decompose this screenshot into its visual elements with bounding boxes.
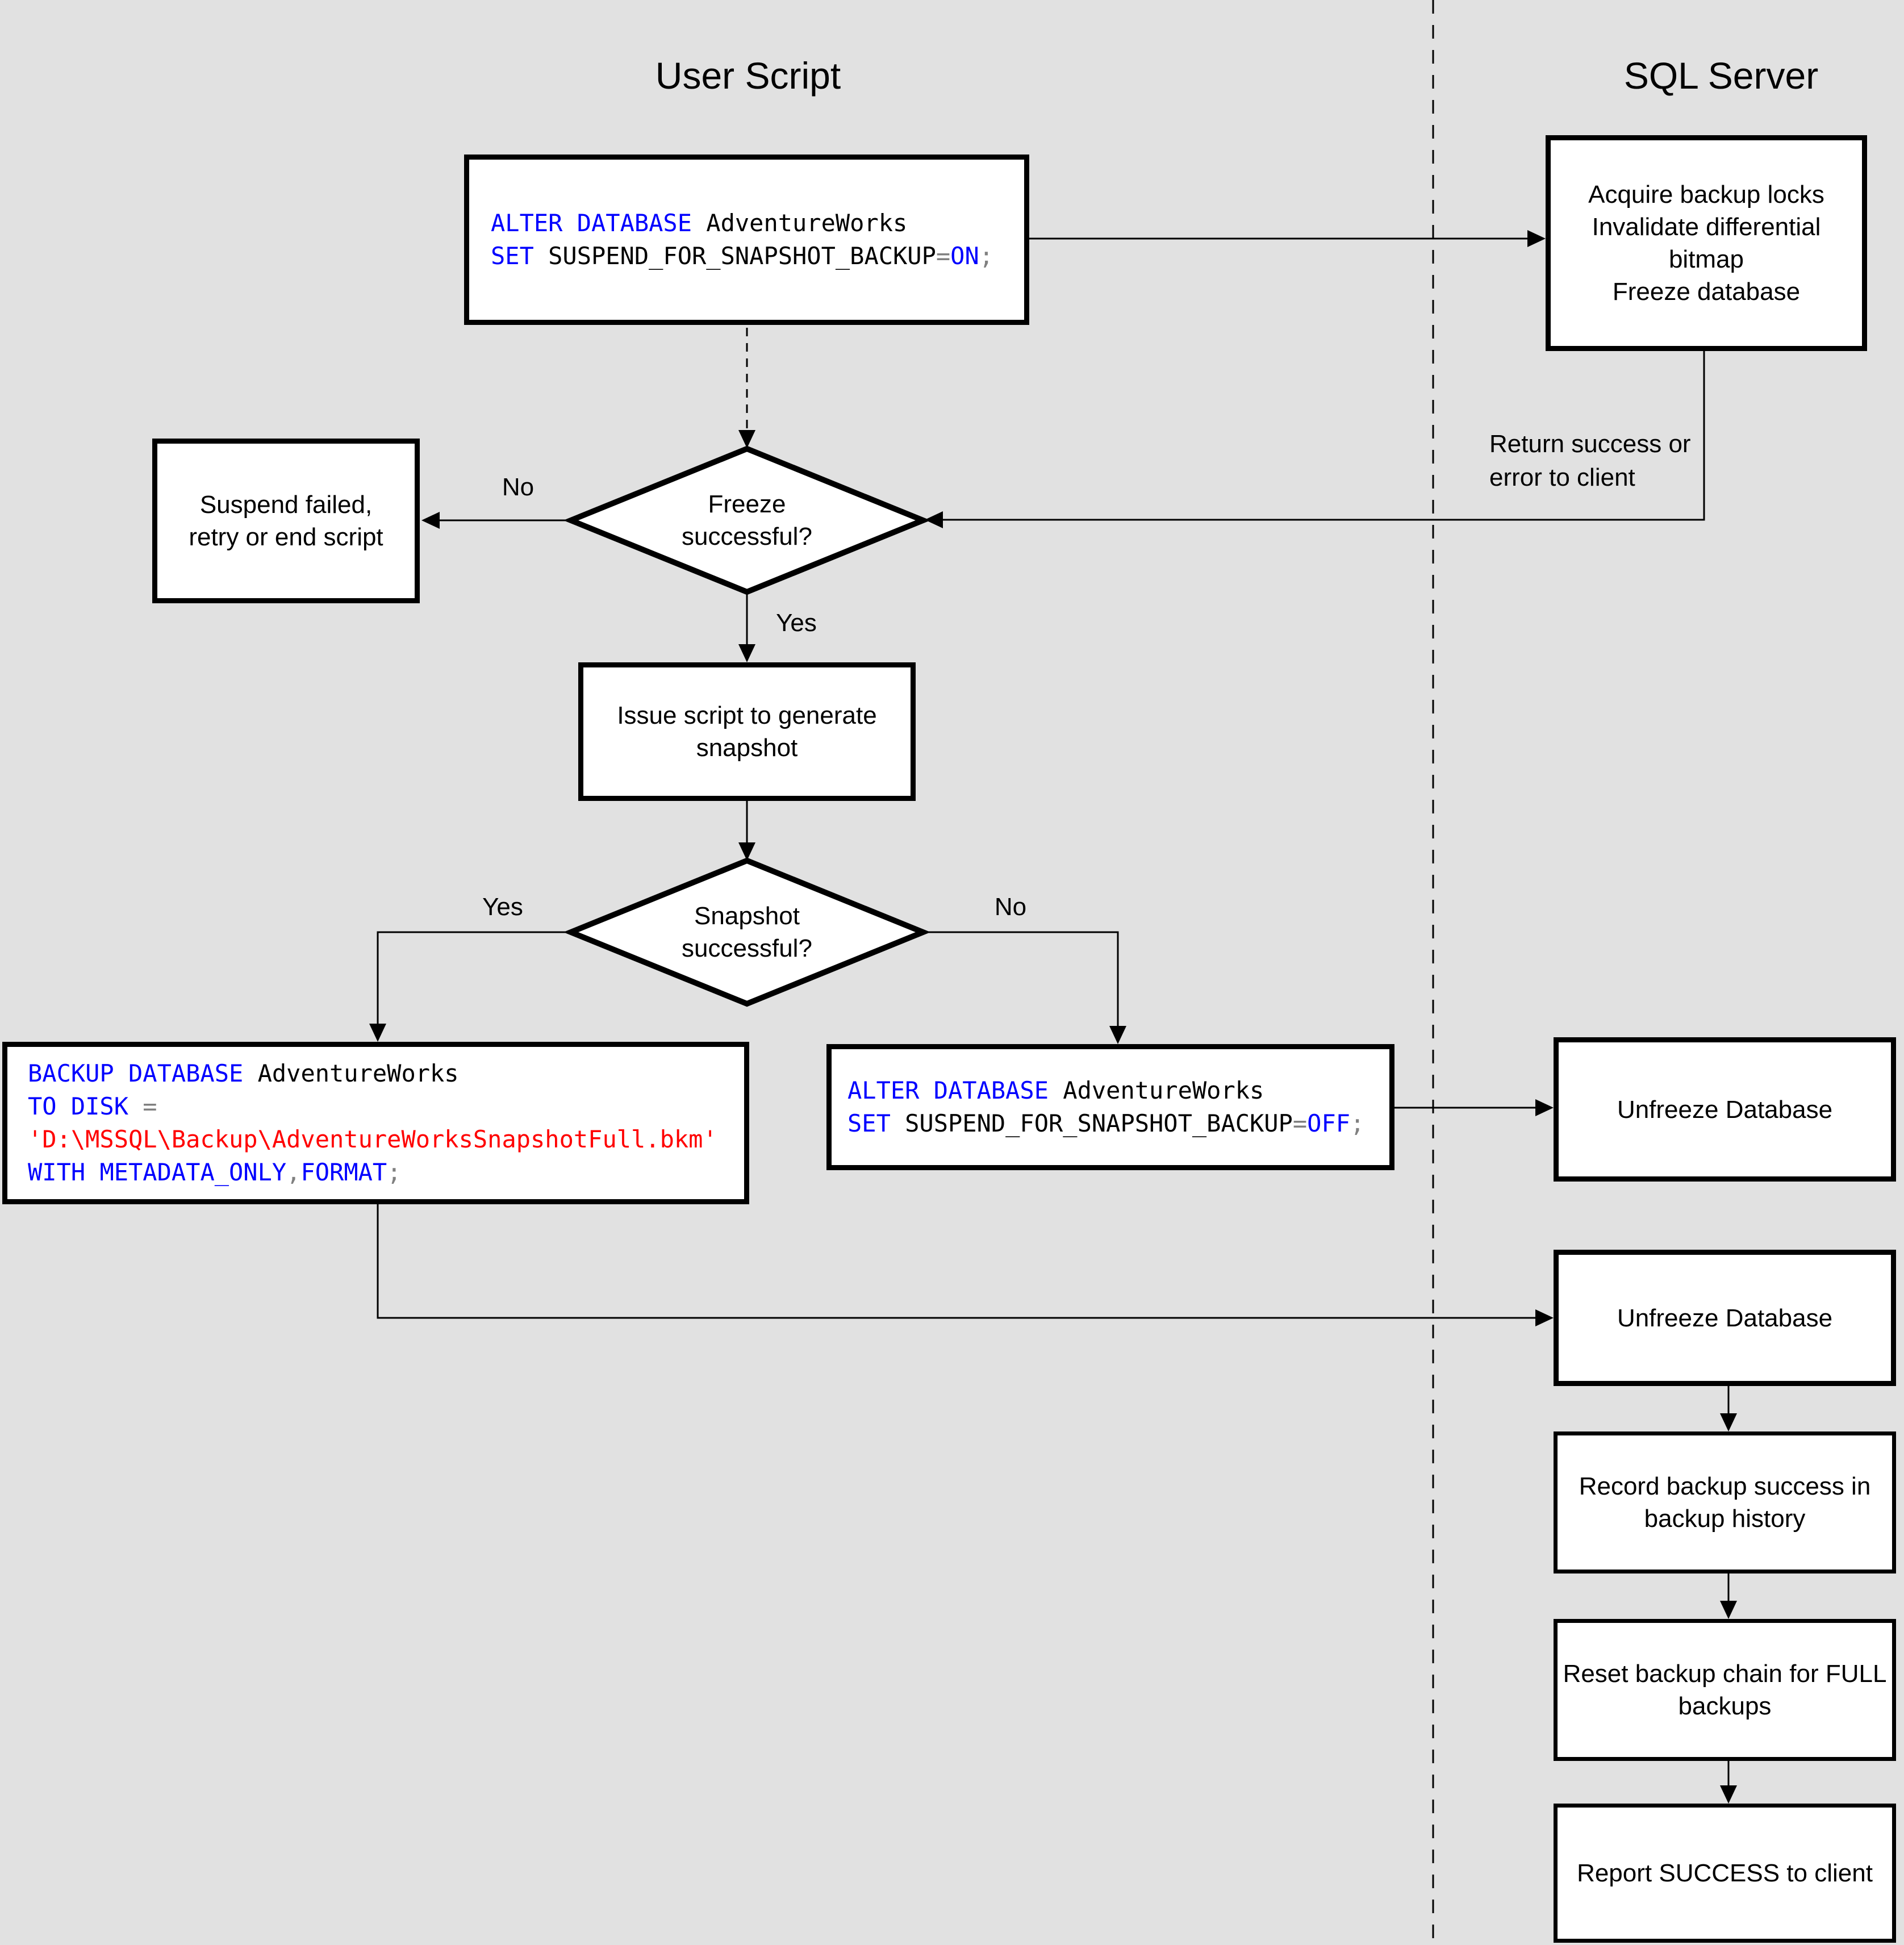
diamond-snapshot-successful: [563, 857, 931, 1007]
arrowhead-into-issue: [738, 644, 755, 662]
node-label: Acquire backup locks Invalidate differen…: [1588, 181, 1824, 306]
diamond-snapshot-label: Snapshot successful?: [682, 902, 812, 962]
sql-operator: ;: [387, 1158, 402, 1186]
node-label: Report SUCCESS to client: [1577, 1859, 1873, 1887]
sql-keyword: SET: [847, 1109, 891, 1137]
sql-keyword: FORMAT: [300, 1158, 387, 1186]
sql-identifier: AdventureWorks: [243, 1059, 459, 1087]
arrowhead-into-freeze-decision-right: [925, 511, 943, 528]
node-label: Reset backup chain for FULL backups: [1563, 1660, 1887, 1720]
sql-keyword: ON: [950, 242, 979, 270]
wire-acquire-to-freeze-decision: [943, 351, 1705, 521]
arrowhead-into-snapshot-decision: [738, 842, 755, 861]
sql-operator: =: [936, 242, 951, 270]
sql-keyword: BACKUP DATABASE: [28, 1059, 244, 1087]
sql-keyword: SET: [491, 242, 534, 270]
code-line: ALTER DATABASE AdventureWorks: [847, 1074, 1264, 1107]
branch-label-snapshot-yes: Yes: [482, 893, 523, 921]
sql-keyword: ALTER DATABASE: [847, 1076, 1049, 1104]
sql-operator: ,: [286, 1158, 301, 1186]
code-line: SET SUSPEND_FOR_SNAPSHOT_BACKUP=OFF;: [847, 1107, 1364, 1140]
node-acquire-backup-locks: Acquire backup locks Invalidate differen…: [1546, 135, 1867, 351]
code-line: BACKUP DATABASE AdventureWorks: [28, 1057, 459, 1090]
node-report-success: Report SUCCESS to client: [1554, 1804, 1896, 1943]
code-line: WITH METADATA_ONLY,FORMAT;: [28, 1156, 401, 1189]
arrowhead-into-alter-off: [1109, 1026, 1126, 1044]
arrowhead-into-reset: [1720, 1601, 1737, 1619]
node-label: Issue script to generate snapshot: [617, 702, 877, 762]
sql-operator: ;: [1350, 1109, 1365, 1137]
node-alter-on-code: ALTER DATABASE AdventureWorks SET SUSPEN…: [464, 155, 1029, 325]
sql-keyword: METADATA_ONLY: [85, 1158, 287, 1186]
code-line: SET SUSPEND_FOR_SNAPSHOT_BACKUP=ON;: [491, 240, 993, 273]
sql-operator: =: [128, 1092, 157, 1120]
code-line: ALTER DATABASE AdventureWorks: [491, 207, 907, 240]
node-label: Unfreeze Database: [1617, 1095, 1833, 1124]
node-issue-script: Issue script to generate snapshot: [578, 662, 916, 801]
diamond-freeze-label: Freeze successful?: [682, 490, 812, 550]
arrowhead-into-acquire: [1527, 230, 1546, 247]
sql-identifier: AdventureWorks: [692, 209, 908, 237]
arrowhead-into-unfreeze-2: [1535, 1309, 1554, 1326]
arrowhead-into-backup: [369, 1024, 386, 1042]
arrowhead-into-suspend: [421, 512, 440, 529]
wire-snapshot-yes-to-backup: [377, 931, 571, 1024]
code-line: 'D:\MSSQL\Backup\AdventureWorksSnapshotF…: [28, 1123, 717, 1156]
sql-keyword: OFF: [1307, 1109, 1351, 1137]
branch-label-freeze-no: No: [502, 473, 535, 501]
arrowhead-into-report: [1720, 1785, 1737, 1804]
arrowhead-into-freeze-decision: [738, 430, 755, 448]
diamond-freeze-successful: [563, 445, 931, 595]
sql-keyword: ALTER DATABASE: [491, 209, 692, 237]
sql-keyword: WITH: [28, 1158, 86, 1186]
sql-identifier: SUSPEND_FOR_SNAPSHOT_BACKUP: [533, 242, 936, 270]
node-unfreeze-database-2: Unfreeze Database: [1554, 1250, 1896, 1386]
lane-title-user-script: User Script: [655, 55, 841, 97]
wire-backup-to-unfreeze-2: [377, 1204, 1535, 1319]
branch-label-snapshot-no: No: [994, 893, 1027, 921]
node-label: Record backup success in backup history: [1579, 1472, 1871, 1533]
node-label: Unfreeze Database: [1617, 1304, 1833, 1332]
node-alter-off-code: ALTER DATABASE AdventureWorks SET SUSPEN…: [826, 1044, 1394, 1170]
arrowhead-into-unfreeze-1: [1535, 1099, 1554, 1116]
arrowhead-into-record: [1720, 1413, 1737, 1431]
node-suspend-failed: Suspend failed, retry or end script: [152, 439, 420, 603]
branch-label-freeze-yes: Yes: [776, 609, 817, 637]
node-backup-code: BACKUP DATABASE AdventureWorks TO DISK =…: [2, 1042, 749, 1204]
sql-string: 'D:\MSSQL\Backup\AdventureWorksSnapshotF…: [28, 1125, 717, 1153]
sql-identifier: SUSPEND_FOR_SNAPSHOT_BACKUP: [890, 1109, 1293, 1137]
code-line: TO DISK =: [28, 1090, 157, 1123]
node-label: Suspend failed, retry or end script: [189, 491, 383, 551]
sql-operator: ;: [979, 242, 994, 270]
node-unfreeze-database-1: Unfreeze Database: [1554, 1037, 1896, 1182]
sql-identifier: AdventureWorks: [1049, 1076, 1264, 1104]
sql-operator: =: [1292, 1109, 1308, 1137]
node-record-backup-history: Record backup success in backup history: [1554, 1431, 1896, 1573]
return-note: Return success or error to client: [1489, 430, 1691, 491]
wire-snapshot-no-to-alter-off: [923, 931, 1119, 1026]
node-reset-backup-chain: Reset backup chain for FULL backups: [1554, 1619, 1896, 1761]
sql-keyword: TO DISK: [28, 1092, 129, 1120]
lane-title-sql-server: SQL Server: [1623, 55, 1819, 97]
